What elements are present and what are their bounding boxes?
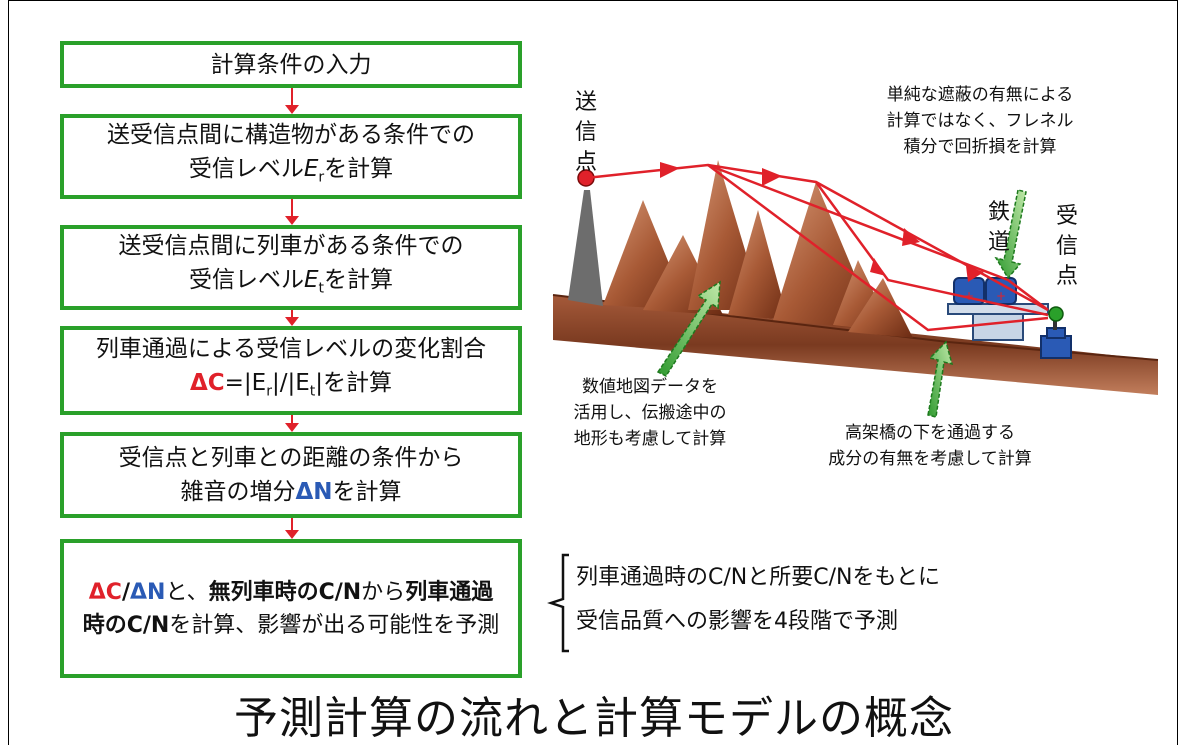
ground xyxy=(553,295,1158,395)
receiver-antenna xyxy=(1040,306,1072,359)
step6-t3: を計算、影響が出る可能性を予測 xyxy=(169,612,500,638)
step4-line2: ΔC=|Er|/|Et|を計算 xyxy=(96,366,486,409)
note-viaduct: 高架橋の下を通過する 成分の有無を考慮して計算 xyxy=(810,420,1050,472)
step4-formula-a: =|E xyxy=(224,370,267,397)
step6-no-train-cn: 無列車時のC/N xyxy=(208,579,362,605)
brace-icon xyxy=(547,553,569,653)
step5-line2: 雑音の増分ΔNを計算 xyxy=(119,475,464,509)
step2-suffix: を計算 xyxy=(324,156,394,183)
step5-prefix: 雑音の増分 xyxy=(180,479,296,505)
slide-frame xyxy=(8,0,1178,745)
transmitter-label: 送信点 xyxy=(574,90,597,175)
note-map-line2: 活用し、伝搬途中の xyxy=(573,403,727,423)
note-bridge-line2: 成分の有無を考慮して計算 xyxy=(828,449,1032,469)
step4-formula-end: |を計算 xyxy=(315,370,393,397)
flow-step-input-conditions: 計算条件の入力 xyxy=(60,41,522,88)
step3-suffix: を計算 xyxy=(324,267,394,294)
railway-label: 鉄道 xyxy=(987,200,1010,255)
side-note-line1: 列車通過時のC/Nと所要C/Nをもとに xyxy=(576,565,941,590)
flow-arrow-3 xyxy=(285,310,299,326)
delta-n-symbol: ΔN xyxy=(295,479,333,505)
flow-step-delta-c: 列車通過による受信レベルの変化割合 ΔC=|Er|/|Et|を計算 xyxy=(60,326,522,415)
transmitter-tower xyxy=(568,169,603,306)
step4-formula-b: |/|E xyxy=(271,370,310,397)
flow-arrow-5 xyxy=(285,518,299,539)
note-map-line1: 数値地図データを xyxy=(582,377,718,397)
note-fresnel-line3: 積分で回折損を計算 xyxy=(903,137,1057,157)
step4-line1: 列車通過による受信レベルの変化割合 xyxy=(95,336,487,363)
step6-slash: / xyxy=(121,579,130,605)
radio-path-arrowheads xyxy=(660,162,984,282)
svg-text:+: + xyxy=(964,289,974,303)
delta-c-symbol: ΔC xyxy=(189,370,225,397)
step3-label: 受信レベル xyxy=(188,267,304,294)
step3-line2: 受信レベルEtを計算 xyxy=(119,263,464,306)
step3-line1: 送受信点間に列車がある条件での xyxy=(118,233,464,260)
step1-text: 計算条件の入力 xyxy=(210,51,372,78)
note-bridge-line1: 高架橋の下を通過する xyxy=(845,423,1015,443)
step2-line2: 受信レベルErを計算 xyxy=(107,152,475,195)
step6-train-cn: 列車通過時のC/N xyxy=(82,579,494,638)
note-fresnel: 単純な遮蔽の有無による 計算ではなく、フレネル 積分で回折損を計算 xyxy=(860,82,1100,160)
step4-sub1: r xyxy=(266,383,272,400)
step6-t2: から xyxy=(361,579,406,605)
step6-text: ΔC/ΔNと、無列車時のC/Nから列車通過時のC/Nを計算、影響が出る可能性を予… xyxy=(81,576,501,642)
step2-line1: 送受信点間に構造物がある条件での xyxy=(107,122,475,149)
step6-delta-c: ΔC xyxy=(88,579,122,605)
flow-step-structure-level: 送受信点間に構造物がある条件での 受信レベルErを計算 xyxy=(60,114,522,199)
step2-label: 受信レベル xyxy=(188,156,304,183)
step4-sub2: t xyxy=(309,383,316,400)
step3-var: E xyxy=(303,267,319,294)
flow-step-cn-prediction: ΔC/ΔNと、無列車時のC/Nから列車通過時のC/Nを計算、影響が出る可能性を予… xyxy=(60,539,522,678)
step3-sub: t xyxy=(318,280,325,297)
step6-t1: と、 xyxy=(165,579,209,605)
step5-line1: 受信点と列車との距離の条件から xyxy=(118,445,464,471)
flow-arrow-4 xyxy=(285,415,299,432)
note-map-line3: 地形も考慮して計算 xyxy=(573,429,727,449)
flow-arrow-1 xyxy=(285,88,299,114)
side-note-line2: 受信品質への影響を4段階で予測 xyxy=(576,609,898,634)
step2-var: E xyxy=(303,156,319,183)
note-terrain-map: 数値地図データを 活用し、伝搬途中の 地形も考慮して計算 xyxy=(545,374,755,452)
note-fresnel-line2: 計算ではなく、フレネル xyxy=(886,111,1074,131)
viaduct-with-train: + + xyxy=(947,277,1049,341)
step5-suffix: を計算 xyxy=(332,479,402,505)
radio-paths xyxy=(585,163,1049,332)
flow-step-delta-n: 受信点と列車との距離の条件から 雑音の増分ΔNを計算 xyxy=(60,432,522,518)
callout-arrows xyxy=(656,189,1027,418)
step2-sub: r xyxy=(318,169,325,186)
note-fresnel-line1: 単純な遮蔽の有無による xyxy=(886,85,1074,105)
flow-step-train-level: 送受信点間に列車がある条件での 受信レベルEtを計算 xyxy=(60,225,522,310)
mountains xyxy=(603,160,913,338)
step6-delta-n: ΔN xyxy=(130,579,166,605)
svg-text:+: + xyxy=(996,289,1006,303)
flow-arrow-2 xyxy=(285,199,299,225)
propagation-model-diagram: + + xyxy=(552,160,1159,418)
slide-title: 予測計算の流れと計算モデルの概念 xyxy=(234,693,954,744)
receiver-label: 受信点 xyxy=(1055,204,1078,289)
